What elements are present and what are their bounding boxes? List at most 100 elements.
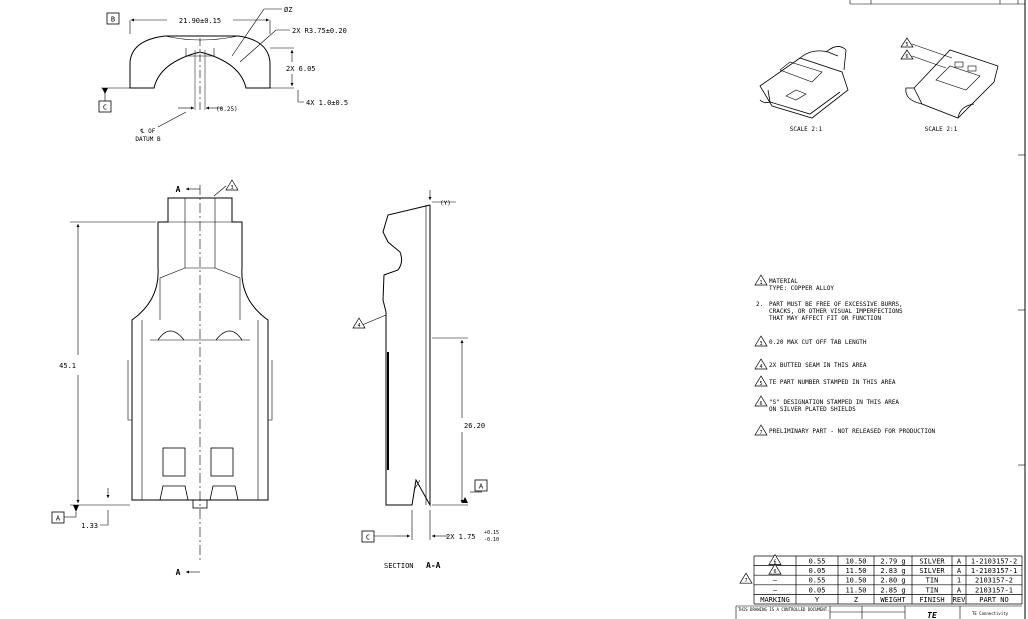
note-text: PART MUST BE FREE OF EXCESSIVE BURRS,	[769, 301, 903, 308]
tol-plus-label: +0.15	[484, 530, 499, 536]
table-cell: A	[957, 558, 962, 566]
svg-text:5: 5	[759, 381, 762, 387]
phi-z-label: ØZ	[284, 6, 292, 14]
table-cell: 0.55	[809, 558, 826, 566]
table-cell: —	[773, 577, 778, 585]
top-view-dimensions	[101, 8, 304, 128]
top-view-outline	[129, 35, 271, 110]
notes-block: 1 MATERIAL TYPE: COPPER ALLOY 2. PART MUST …	[754, 274, 936, 436]
y-dim-label: (Y)	[440, 200, 451, 207]
note-text: 0.20 MAX CUT OFF TAB LENGTH	[769, 339, 867, 346]
svg-text:7: 7	[744, 578, 747, 584]
side-view-dimensions	[361, 190, 482, 540]
centerline-label: ℄ OF	[140, 128, 156, 135]
section-mark-top: A	[176, 185, 181, 194]
svg-text:C: C	[366, 534, 370, 542]
svg-text:6: 6	[773, 569, 776, 575]
note-item: 1 MATERIAL TYPE: COPPER ALLOY	[754, 274, 834, 292]
svg-text:6: 6	[773, 560, 776, 566]
note-flag-icon: 5	[754, 375, 768, 387]
table-cell: 0.05	[809, 586, 826, 594]
length-dim-label: 45.1	[59, 362, 76, 370]
controlled-document-text: THIS DRAWING IS A CONTROLLED DOCUMENT.	[738, 607, 830, 612]
note-number: 2.	[756, 301, 763, 308]
table-cell: SILVER	[919, 567, 945, 575]
table-header-cell: PART NO	[979, 596, 1009, 604]
front-view-dimensions	[70, 185, 227, 574]
title-block	[735, 605, 1022, 619]
section-mark-bottom: A	[176, 568, 181, 577]
note-text: PRELIMINARY PART - NOT RELEASED FOR PROD…	[769, 428, 936, 435]
svg-text:4: 4	[759, 364, 762, 370]
table-cell: 2.85 g	[880, 586, 905, 594]
svg-text:A: A	[56, 515, 61, 523]
scale-left-label: SCALE 2:1	[790, 126, 823, 133]
table-cell: 2.83 g	[880, 567, 905, 575]
note-flag-3: 3	[225, 179, 239, 191]
note-text: MATERIAL	[769, 278, 798, 285]
note-item: 7 PRELIMINARY PART - NOT RELEASED FOR PRO…	[754, 424, 936, 436]
note-text: ON SILVER PLATED SHIELDS	[769, 406, 856, 413]
table-cell: 0.05	[809, 567, 826, 575]
top-view: B C 21.90±0.15 ØZ 2X R3.75±0.20 2X 6.05 …	[98, 6, 348, 143]
table-header-cell: Y	[815, 596, 820, 604]
thickness-dim-label: 2X 1.75	[446, 533, 476, 541]
table-header-cell: FINISH	[919, 596, 944, 604]
height-dim-label: 2X 6.05	[286, 65, 316, 73]
table-cell: 2.80 g	[880, 577, 905, 585]
radius-dim-label: 2X R3.75±0.20	[292, 27, 347, 35]
side-height-dim-label: 26.20	[464, 422, 485, 430]
svg-text:5: 5	[905, 42, 908, 48]
section-caption-id: A-A	[426, 561, 441, 570]
note-item: 2. PART MUST BE FREE OF EXCESSIVE BURRS,C…	[756, 301, 903, 322]
note-flag-4: 4	[352, 317, 366, 329]
note-text: TYPE: COPPER ALLOY	[769, 285, 834, 292]
width-dim-label: 21.90±0.15	[179, 17, 221, 25]
note-text: CRACKS, OR OTHER VISUAL IMPERFECTIONS	[769, 308, 903, 315]
table-marking-flag: 6	[768, 563, 782, 575]
note-flag-icon: 7	[754, 424, 768, 436]
svg-text:3: 3	[230, 185, 233, 191]
svg-text:6: 6	[759, 401, 762, 407]
svg-text:B: B	[111, 16, 115, 24]
table-cell: 10.50	[845, 558, 866, 566]
te-logo: TE	[927, 611, 937, 619]
tab-dim-label: 4X 1.0±0.5	[306, 99, 348, 107]
table-cell: 1-2103157-1	[971, 567, 1017, 575]
front-view-outline	[127, 185, 273, 560]
scale-right-label: SCALE 2:1	[925, 126, 958, 133]
table-cell: A	[957, 567, 962, 575]
svg-text:4: 4	[357, 323, 360, 329]
bottom-dim-label: 1.33	[81, 522, 98, 530]
table-side-flag: 7	[739, 572, 753, 584]
side-view: (Y) 4 26.20 2X 1.75 +0.15 -0.10 A C SECT…	[352, 190, 499, 570]
table-cell: A	[957, 586, 962, 594]
table-cell: 2103157-2	[975, 577, 1013, 585]
ref-dim-label: (0.25)	[216, 106, 238, 113]
table-cell: 1	[957, 577, 961, 585]
table-cell: 2103157-1	[975, 586, 1013, 594]
iso-flag-5: 5	[900, 37, 914, 48]
section-caption: SECTION	[384, 562, 414, 570]
iso-flag-6: 6	[900, 49, 914, 60]
table-cell: 11.50	[845, 586, 866, 594]
note-flag-icon: 1	[754, 274, 768, 286]
iso-view-right	[905, 43, 999, 119]
datum-b-label: DATUM B	[135, 136, 161, 143]
company-name: TE Connectivity	[972, 611, 1009, 616]
svg-text:1: 1	[759, 280, 762, 286]
svg-text:7: 7	[759, 430, 762, 436]
note-flag-icon: 6	[754, 395, 768, 407]
table-cell: 10.50	[845, 577, 866, 585]
note-flag-icon: 4	[754, 358, 768, 370]
note-item: 6"S" DESIGNATION STAMPED IN THIS AREA ON…	[754, 395, 899, 413]
table-cell: SILVER	[919, 558, 945, 566]
